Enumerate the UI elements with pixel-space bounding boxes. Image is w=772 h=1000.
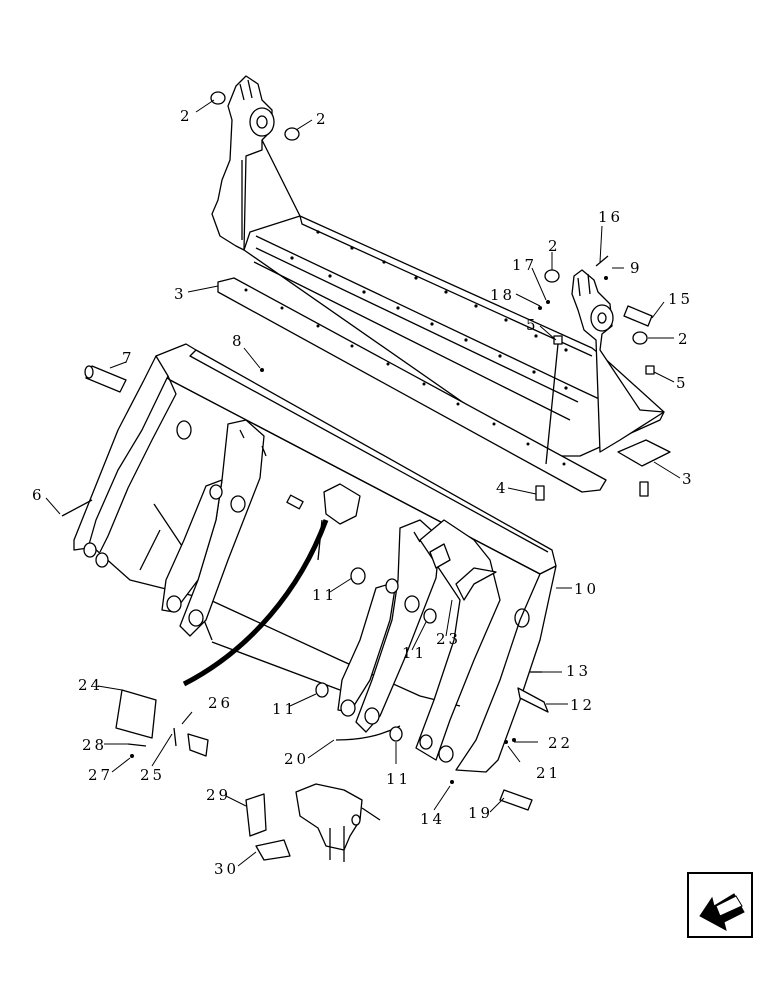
callout-25: 25 bbox=[140, 766, 165, 784]
callout-28: 28 bbox=[82, 736, 107, 754]
callout-3b: 3 bbox=[682, 470, 695, 488]
loose-parts bbox=[61, 91, 655, 862]
callout-5a: 5 bbox=[526, 316, 539, 334]
callout-2d: 2 bbox=[678, 330, 691, 348]
callout-23: 23 bbox=[436, 630, 461, 648]
wear-plate bbox=[617, 439, 671, 467]
attach-frame bbox=[211, 75, 665, 457]
callout-14: 14 bbox=[420, 810, 445, 828]
callout-2a: 2 bbox=[180, 107, 193, 125]
callout-12: 12 bbox=[570, 696, 595, 714]
callout-6: 6 bbox=[32, 486, 45, 504]
callout-27: 27 bbox=[88, 766, 113, 784]
callout-15: 15 bbox=[668, 290, 693, 308]
callout-11d: 11 bbox=[386, 770, 411, 788]
callout-11b: 11 bbox=[402, 644, 427, 662]
cutting-edge bbox=[217, 277, 607, 493]
callout-19: 19 bbox=[468, 804, 493, 822]
callout-18: 18 bbox=[490, 286, 515, 304]
callout-11a: 11 bbox=[312, 586, 337, 604]
callout-22: 22 bbox=[548, 734, 573, 752]
callout-9: 9 bbox=[630, 259, 643, 277]
previous-page-arrow-icon[interactable] bbox=[687, 872, 753, 938]
callout-24: 24 bbox=[78, 676, 103, 694]
callout-5b: 5 bbox=[676, 374, 689, 392]
callout-29: 29 bbox=[206, 786, 231, 804]
callout-3a: 3 bbox=[174, 285, 187, 303]
callout-4: 4 bbox=[496, 479, 509, 497]
callout-21: 21 bbox=[536, 764, 561, 782]
callout-30: 30 bbox=[214, 860, 239, 878]
callout-17: 17 bbox=[512, 256, 537, 274]
callout-20: 20 bbox=[284, 750, 309, 768]
callout-13: 13 bbox=[566, 662, 591, 680]
callout-16: 16 bbox=[598, 208, 623, 226]
callout-labels: 2 2 16 2 17 9 3 18 15 5 2 7 8 5 3 4 6 10… bbox=[32, 107, 695, 878]
callout-8: 8 bbox=[232, 332, 245, 350]
callout-10: 10 bbox=[574, 580, 599, 598]
callout-26: 26 bbox=[208, 694, 233, 712]
callout-2c: 2 bbox=[548, 237, 561, 255]
leader-lines bbox=[45, 99, 681, 867]
callout-11c: 11 bbox=[272, 700, 297, 718]
callout-2b: 2 bbox=[316, 110, 329, 128]
callout-7: 7 bbox=[122, 349, 135, 367]
bucket bbox=[73, 343, 557, 773]
